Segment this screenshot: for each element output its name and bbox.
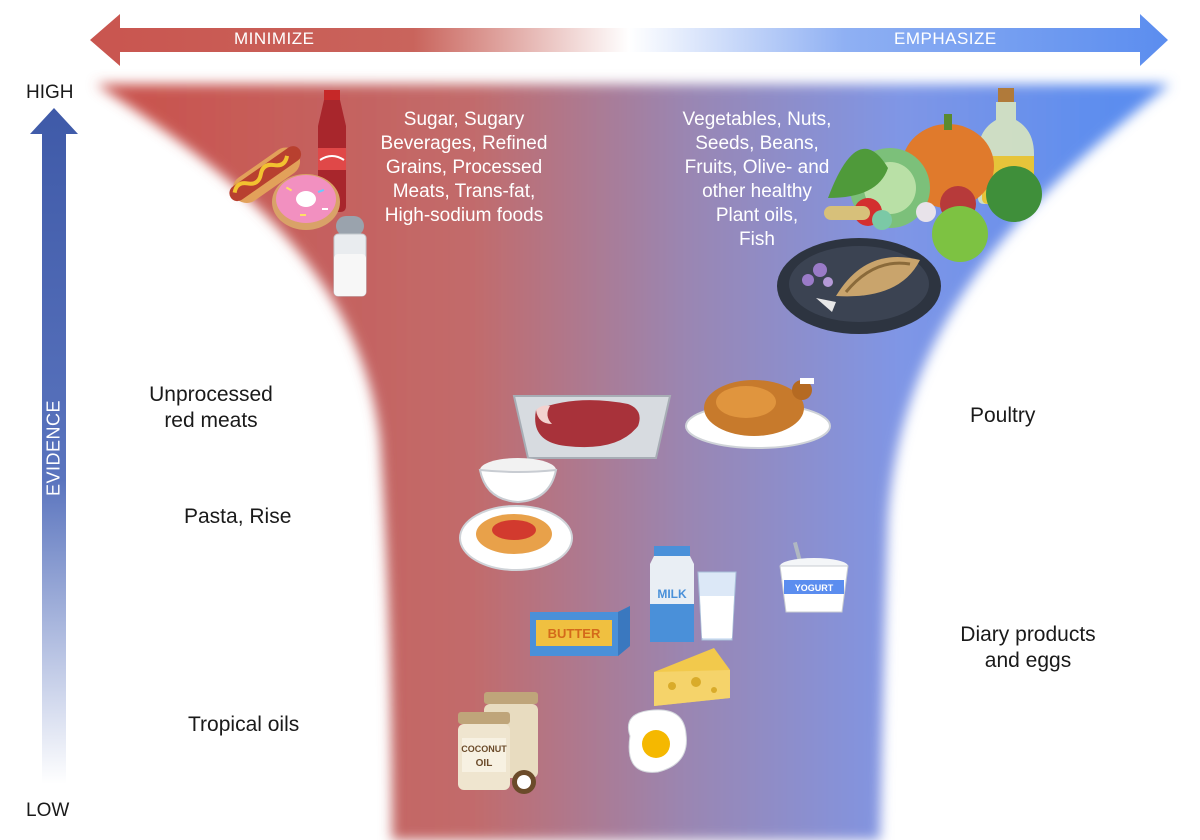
coconut-oil-label-line1: COCONUT	[461, 744, 507, 754]
coconut-oil-jar-icon: COCONUT OIL	[458, 692, 538, 794]
evidence-high-label: HIGH	[26, 82, 74, 103]
red-meats-line: Unprocessed	[149, 383, 273, 406]
pasta-rice-label: Pasta, Rise	[184, 505, 292, 528]
minimize-foods-text: Sugar, Sugary Beverages, Refined Grains,…	[362, 108, 566, 228]
coconut-oil-label-line2: OIL	[476, 758, 493, 769]
emphasize-label: EMPHASIZE	[894, 29, 997, 48]
fried-egg-icon	[628, 709, 687, 773]
dairy-line: and eggs	[984, 649, 1072, 672]
butter-label: BUTTER	[548, 626, 601, 641]
fish-plate-icon	[777, 238, 941, 334]
hotdog-icon	[229, 146, 302, 204]
milk-glass-icon	[697, 571, 737, 641]
roast-chicken-icon	[685, 378, 831, 449]
steak-tray-icon	[512, 395, 672, 459]
butter-icon: BUTTER	[530, 606, 630, 656]
yogurt-label: YOGURT	[795, 583, 834, 593]
evidence-low-label: LOW	[26, 800, 70, 821]
minimize-line: Beverages, Refined	[380, 133, 548, 154]
milk-label: MILK	[657, 587, 687, 601]
minimize-emphasize-arrow	[90, 14, 1168, 66]
milk-carton-icon: MILK	[650, 546, 694, 642]
yogurt-cup-icon: YOGURT	[779, 541, 849, 613]
dairy-label: Diary products and eggs	[948, 622, 1108, 674]
emphasize-line: Fruits, Olive- and	[684, 157, 830, 178]
vegetables-icon	[824, 114, 1042, 262]
minimize-line: Sugar, Sugary	[403, 109, 525, 130]
emphasize-line: Fish	[739, 229, 775, 250]
rice-bowl-icon	[478, 458, 558, 504]
emphasize-line: Plant oils,	[715, 205, 799, 226]
minimize-line: Meats, Trans-fat,	[392, 181, 536, 202]
emphasize-line: Vegetables, Nuts,	[682, 109, 832, 130]
salt-shaker-icon	[333, 216, 367, 297]
evidence-axis-arrow	[30, 108, 78, 784]
spaghetti-plate-icon	[459, 505, 573, 571]
tropical-oils-label: Tropical oils	[188, 713, 300, 736]
donut-icon	[272, 174, 340, 230]
poultry-label: Poultry	[970, 404, 1036, 427]
red-meats-label: Unprocessed red meats	[136, 382, 286, 434]
minimize-line: Grains, Processed	[385, 157, 543, 178]
minimize-line: High-sodium foods	[384, 205, 544, 226]
emphasize-line: Seeds, Beans,	[695, 133, 819, 154]
emphasize-foods-text: Vegetables, Nuts, Seeds, Beans, Fruits, …	[662, 108, 852, 252]
red-meats-line: red meats	[164, 409, 258, 432]
minimize-label: MINIMIZE	[234, 29, 315, 48]
emphasize-line: other healthy	[702, 181, 812, 202]
cheese-icon	[654, 648, 730, 706]
dairy-line: Diary products	[960, 623, 1096, 646]
